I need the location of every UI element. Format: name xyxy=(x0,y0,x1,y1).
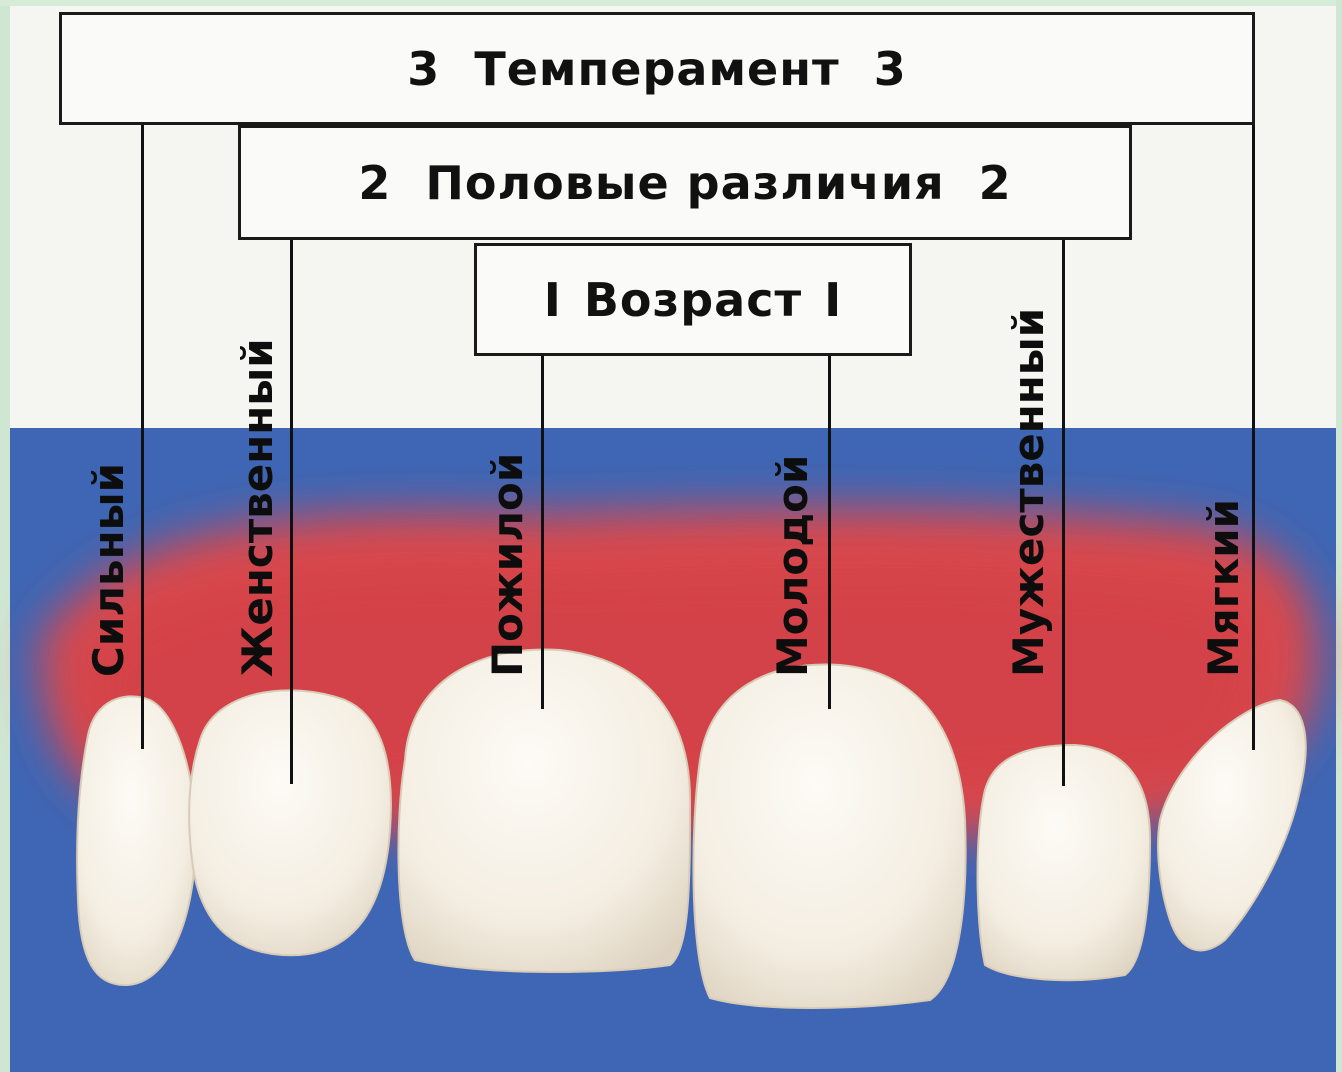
sex-number-left: 2 xyxy=(358,156,391,210)
label-young: Молодой xyxy=(772,455,814,677)
age-number-left: I xyxy=(544,273,562,327)
label-strong: Сильный xyxy=(88,463,130,677)
temperament-number-right: 3 xyxy=(874,42,907,96)
age-number-right: I xyxy=(824,273,842,327)
label-feminine: Женственный xyxy=(237,338,279,677)
connector-young xyxy=(828,354,831,709)
age-label: Возраст xyxy=(584,273,802,327)
tooth-left-lateral xyxy=(77,696,196,985)
sex-number-right: 2 xyxy=(979,156,1012,210)
box-temperament: 3 Темперамент 3 xyxy=(59,12,1255,125)
label-masculine: Мужественный xyxy=(1008,308,1050,677)
temperament-number-left: 3 xyxy=(407,42,440,96)
temperament-label: Темперамент xyxy=(474,42,839,96)
box-age: I Возраст I xyxy=(474,243,912,356)
label-elderly: Пожилой xyxy=(487,453,529,677)
connector-strong xyxy=(141,124,144,749)
tooth-central-right xyxy=(693,664,965,1008)
connector-feminine xyxy=(290,238,293,784)
connector-soft xyxy=(1252,124,1255,750)
tooth-central-left xyxy=(398,650,690,972)
label-soft: Мягкий xyxy=(1203,499,1245,677)
connector-masculine xyxy=(1062,238,1065,786)
box-sex-differences: 2 Половые различия 2 xyxy=(238,125,1132,240)
connector-elderly xyxy=(541,354,544,709)
sex-label: Половые различия xyxy=(425,156,944,210)
